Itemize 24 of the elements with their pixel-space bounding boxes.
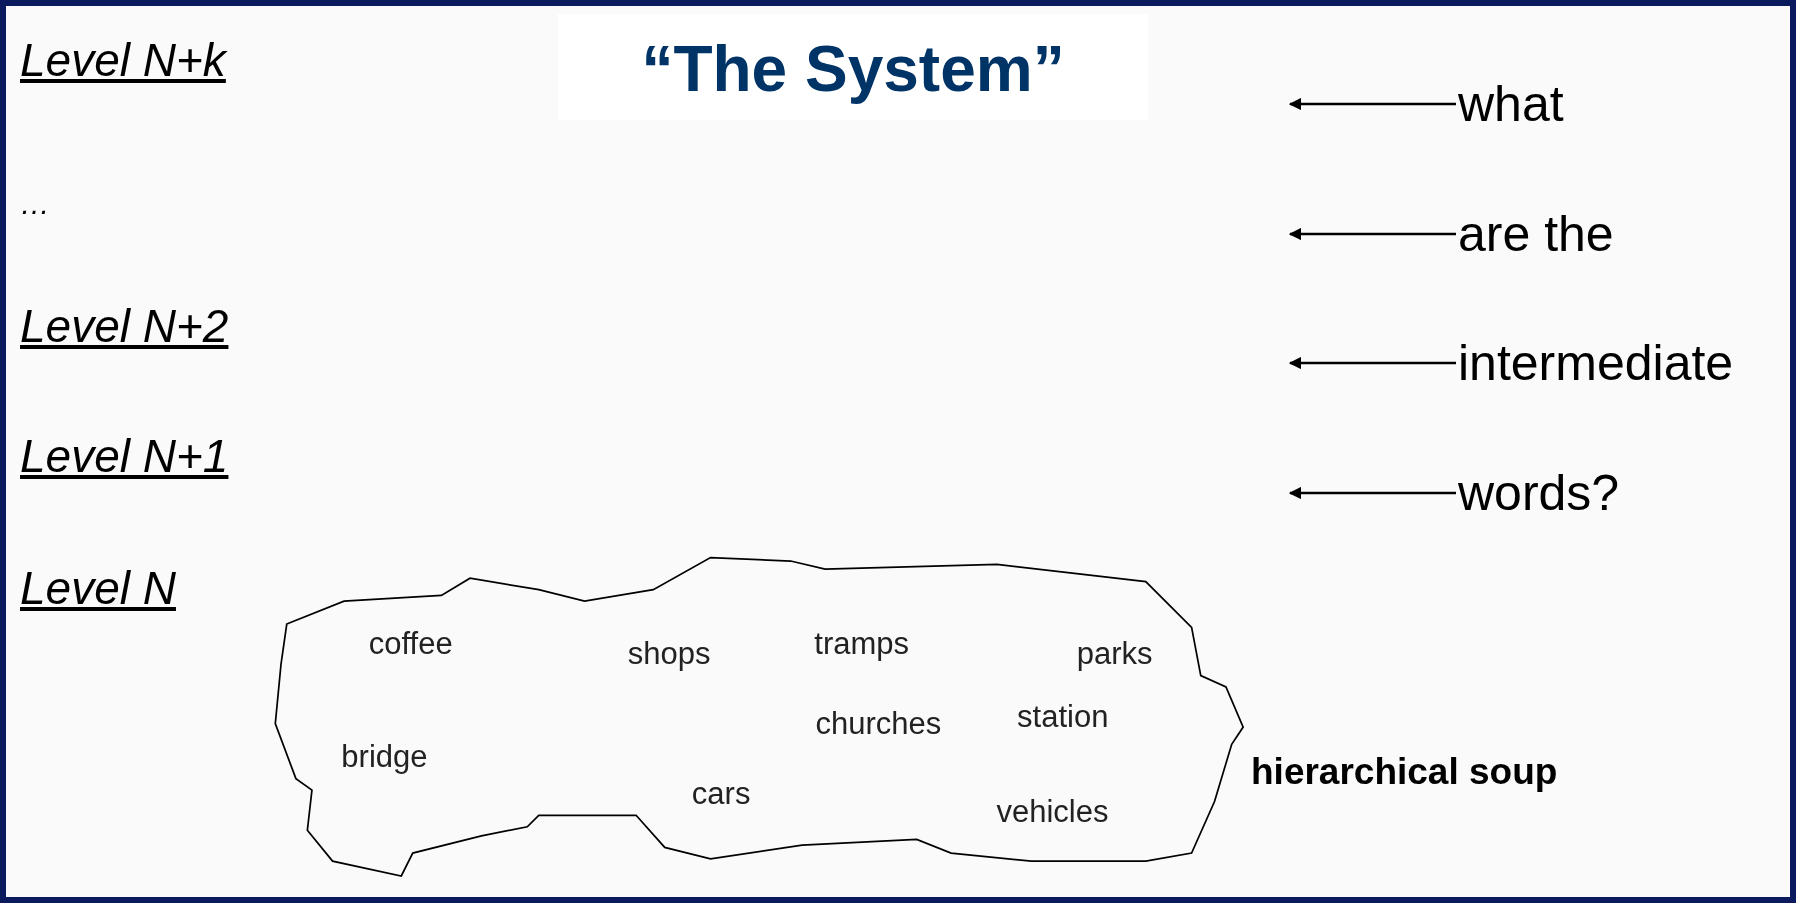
soup-word: cars xyxy=(691,774,751,813)
soup-word: tramps xyxy=(814,624,910,663)
soup-word: shops xyxy=(627,635,711,673)
soup-word: station xyxy=(1017,698,1109,736)
arrow xyxy=(1288,227,1456,241)
arrow xyxy=(1288,97,1456,111)
soup-word: coffee xyxy=(368,624,453,663)
level-label: Level N xyxy=(20,561,176,616)
question-word: intermediate xyxy=(1458,333,1734,393)
question-word: words? xyxy=(1458,463,1620,523)
soup-word: bridge xyxy=(341,738,428,777)
level-label: … xyxy=(20,186,50,222)
arrow xyxy=(1288,486,1456,500)
title: “The System” xyxy=(640,32,1066,106)
node-label: hierarchical soup xyxy=(1251,750,1558,794)
level-label: Level N+2 xyxy=(20,299,229,354)
soup-word: vehicles xyxy=(996,793,1109,832)
question-word: are the xyxy=(1458,204,1614,264)
soup-word: parks xyxy=(1076,635,1153,673)
question-word: what xyxy=(1458,74,1564,134)
soup-word: churches xyxy=(815,704,942,743)
arrow xyxy=(1288,356,1456,370)
level-label: Level N+1 xyxy=(20,429,229,484)
level-label: Level N+k xyxy=(20,33,226,88)
